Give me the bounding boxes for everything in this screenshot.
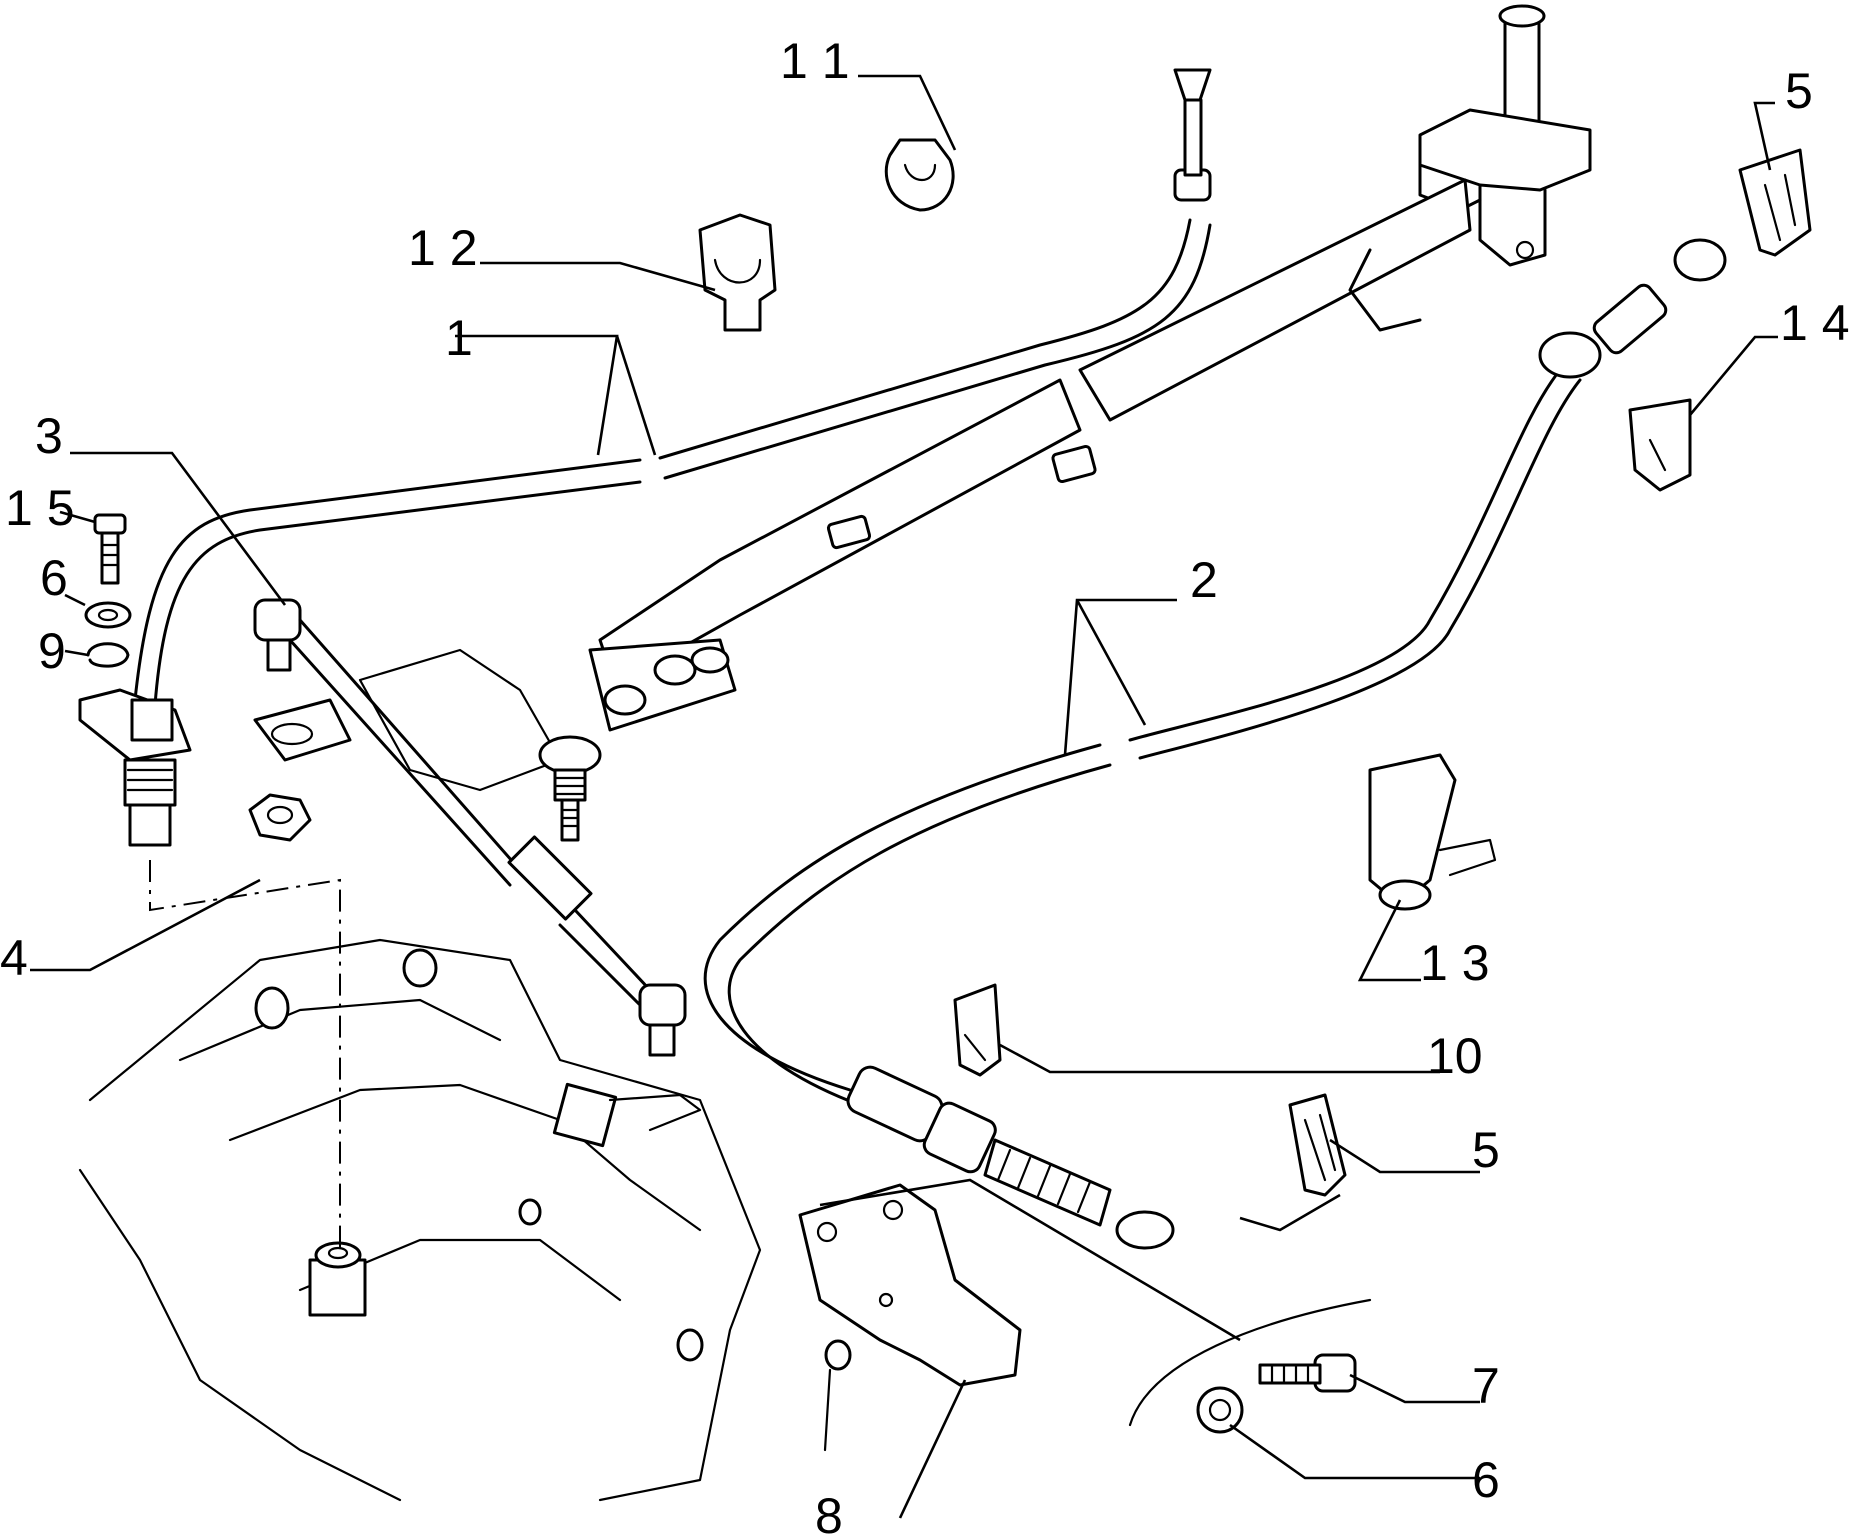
washer-6-upper [84,601,132,629]
label-6-upper: 6 [40,550,68,606]
clip-11 [884,138,955,212]
label-11: 1 1 [780,33,850,89]
label-2: 2 [1190,552,1218,608]
label-13: 1 3 [1420,935,1490,991]
label-7: 7 [1472,1358,1500,1414]
gear-lever-support-assembly [253,4,1592,842]
label-6-lower: 6 [1472,1452,1500,1508]
label-3: 3 [35,408,63,464]
washer-6-lower [1196,1386,1244,1434]
label-10: 10 [1427,1028,1483,1084]
clip-14 [1628,398,1692,492]
label-14: 1 4 [1780,295,1850,351]
clip-10 [953,983,1002,1077]
bracket-8 [798,1183,1022,1387]
label-4: 4 [0,930,28,986]
label-12: 1 2 [408,220,478,276]
label-9: 9 [38,623,66,679]
linkage-rod-3 [253,598,687,1057]
spring-clip-5-lower [1288,1093,1347,1197]
clip-12 [698,213,777,332]
label-1: 1 [445,310,473,366]
label-8: 8 [815,1488,843,1534]
gear-cable-1 [78,68,1212,847]
body-panel-outline [1128,1298,1372,1427]
retainer-13 [1368,753,1497,911]
spring-clip-5-upper [1738,148,1812,257]
bolt-15 [93,513,127,585]
label-5-lower: 5 [1472,1122,1500,1178]
assembly-centerline [149,860,341,1250]
label-5-upper: 5 [1785,63,1813,119]
label-15: 1 5 [5,480,75,536]
gear-cable-2 [703,238,1727,1250]
transmission-casing [78,938,852,1502]
bolt-7 [1258,1353,1357,1393]
callout-labels: 1 2 3 4 5 5 6 6 7 8 9 10 1 1 1 2 1 3 1 4… [0,33,1850,1534]
nut-4 [248,793,312,842]
spring-washer-9 [86,642,130,668]
leader-lines [30,74,1778,1519]
